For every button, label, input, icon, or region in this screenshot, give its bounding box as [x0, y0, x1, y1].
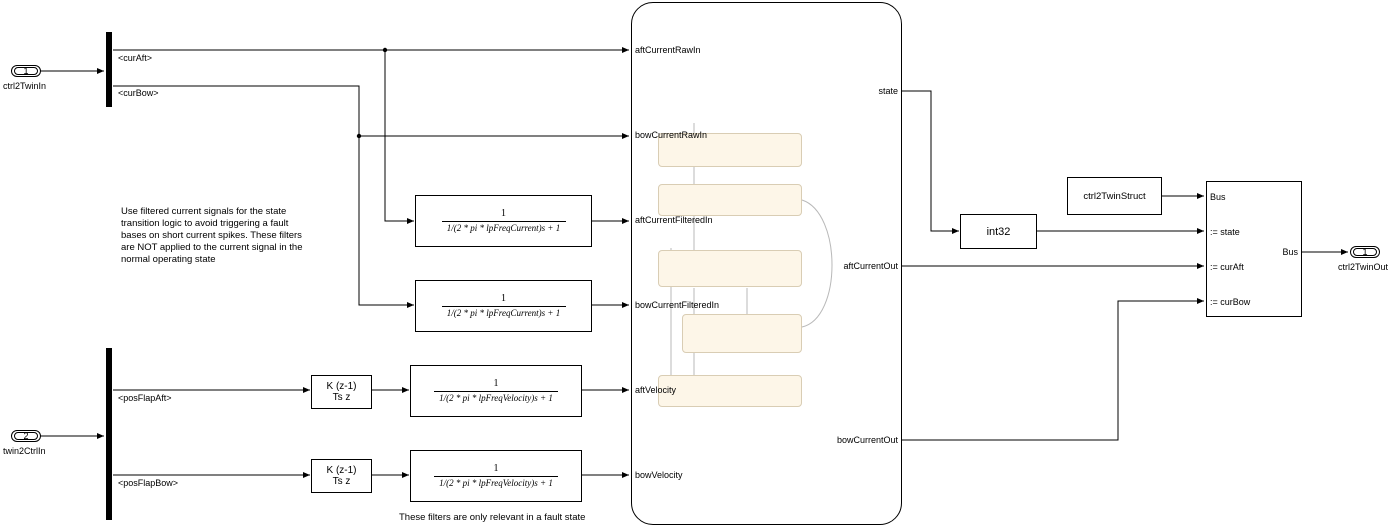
velocity-bow-filter-block[interactable]: 1 1/(2 * pi * lpFreqVelocity)s + 1: [410, 450, 582, 502]
derivative-denominator: Ts z: [332, 476, 351, 487]
bus-signal-cur-aft: <curAft>: [118, 53, 153, 63]
inport-2-label: twin2CtrlIn: [3, 446, 46, 456]
bus-signal-cur-bow: <curBow>: [118, 88, 159, 98]
fraction-bar: [441, 306, 566, 307]
inport-1-label: ctrl2TwinIn: [3, 81, 47, 91]
bus-assignment-output-bus: Bus: [1282, 247, 1298, 257]
velocity-aft-filter-block[interactable]: 1 1/(2 * pi * lpFreqVelocity)s + 1: [410, 365, 582, 417]
chart-input-aft-current-raw: aftCurrentRawIn: [635, 45, 701, 55]
state-chart-block[interactable]: [631, 2, 902, 525]
filter-note: Use filtered current signals for the sta…: [121, 206, 302, 266]
fraction-bar: [434, 391, 558, 392]
fault-note: These filters are only relevant in a fau…: [399, 512, 586, 523]
chart-input-bow-current-filtered: bowCurrentFilteredIn: [635, 300, 720, 310]
filter-numerator: 1: [501, 293, 506, 304]
chart-state[interactable]: [658, 250, 802, 287]
fraction-bar: [434, 476, 558, 477]
bus-assignment-input-cur-aft: := curAft: [1210, 262, 1244, 272]
chart-output-bow-current: bowCurrentOut: [836, 435, 898, 445]
bus-assignment-input-state: := state: [1210, 227, 1240, 237]
data-type-conversion-block[interactable]: int32: [960, 214, 1037, 249]
chart-state[interactable]: [658, 133, 802, 167]
bus-assignment-input-bus: Bus: [1210, 192, 1226, 202]
bus-assignment-input-cur-bow: := curBow: [1210, 297, 1251, 307]
filter-numerator: 1: [501, 208, 506, 219]
bus-signal-pos-flap-bow: <posFlapBow>: [118, 478, 179, 488]
chart-input-bow-current-raw: bowCurrentRawIn: [635, 130, 708, 140]
chart-state[interactable]: [658, 375, 802, 407]
chart-state[interactable]: [682, 314, 802, 353]
constant-label: ctrl2TwinStruct: [1083, 190, 1146, 202]
current-aft-filter-block[interactable]: 1 1/(2 * pi * lpFreqCurrent)s + 1: [415, 195, 592, 247]
discrete-derivative-aft-block[interactable]: K (z-1) Ts z: [311, 375, 372, 409]
derivative-numerator: K (z-1): [326, 465, 357, 476]
chart-input-aft-current-filtered: aftCurrentFilteredIn: [635, 215, 713, 225]
chart-output-state: state: [878, 86, 898, 96]
chart-input-bow-velocity: bowVelocity: [635, 470, 683, 480]
inport-1-number: 1: [23, 66, 29, 76]
filter-numerator: 1: [493, 378, 499, 389]
inport-1-block[interactable]: 1: [11, 65, 41, 77]
outport-1-block[interactable]: 1: [1350, 246, 1380, 258]
bus-selector-2[interactable]: [106, 348, 112, 520]
chart-output-aft-current: aftCurrentOut: [843, 261, 898, 271]
bus-signal-pos-flap-aft: <posFlapAft>: [118, 393, 172, 403]
current-bow-filter-block[interactable]: 1 1/(2 * pi * lpFreqCurrent)s + 1: [415, 280, 592, 332]
derivative-denominator: Ts z: [332, 392, 351, 403]
conversion-label: int32: [986, 225, 1011, 238]
inport-2-number: 2: [23, 431, 29, 441]
filter-note-line: Use filtered current signals for the sta…: [121, 206, 287, 217]
filter-note-line: bases on short current spikes. These fil…: [121, 230, 302, 241]
filter-denominator: 1/(2 * pi * lpFreqCurrent)s + 1: [446, 308, 561, 318]
derivative-numerator: K (z-1): [326, 381, 357, 392]
fraction-bar: [441, 221, 566, 222]
filter-note-line: are NOT applied to the current signal in…: [121, 242, 303, 253]
bus-selector-1[interactable]: [106, 32, 112, 107]
filter-numerator: 1: [493, 463, 499, 474]
chart-state[interactable]: [658, 184, 802, 216]
inport-2-block[interactable]: 2: [11, 430, 41, 442]
chart-input-aft-velocity: aftVelocity: [635, 385, 677, 395]
bus-assignment-block[interactable]: Bus := state := curAft := curBow Bus: [1206, 181, 1302, 317]
filter-note-line: transition logic to avoid triggering a f…: [121, 218, 289, 229]
filter-denominator: 1/(2 * pi * lpFreqVelocity)s + 1: [439, 478, 553, 488]
filter-denominator: 1/(2 * pi * lpFreqCurrent)s + 1: [446, 223, 561, 233]
outport-1-number: 1: [1362, 247, 1368, 257]
outport-1-label: ctrl2TwinOut: [1338, 262, 1389, 272]
discrete-derivative-bow-block[interactable]: K (z-1) Ts z: [311, 459, 372, 493]
constant-struct-block[interactable]: ctrl2TwinStruct: [1067, 177, 1162, 215]
filter-note-line: normal operating state: [121, 254, 216, 265]
filter-denominator: 1/(2 * pi * lpFreqVelocity)s + 1: [439, 393, 553, 403]
